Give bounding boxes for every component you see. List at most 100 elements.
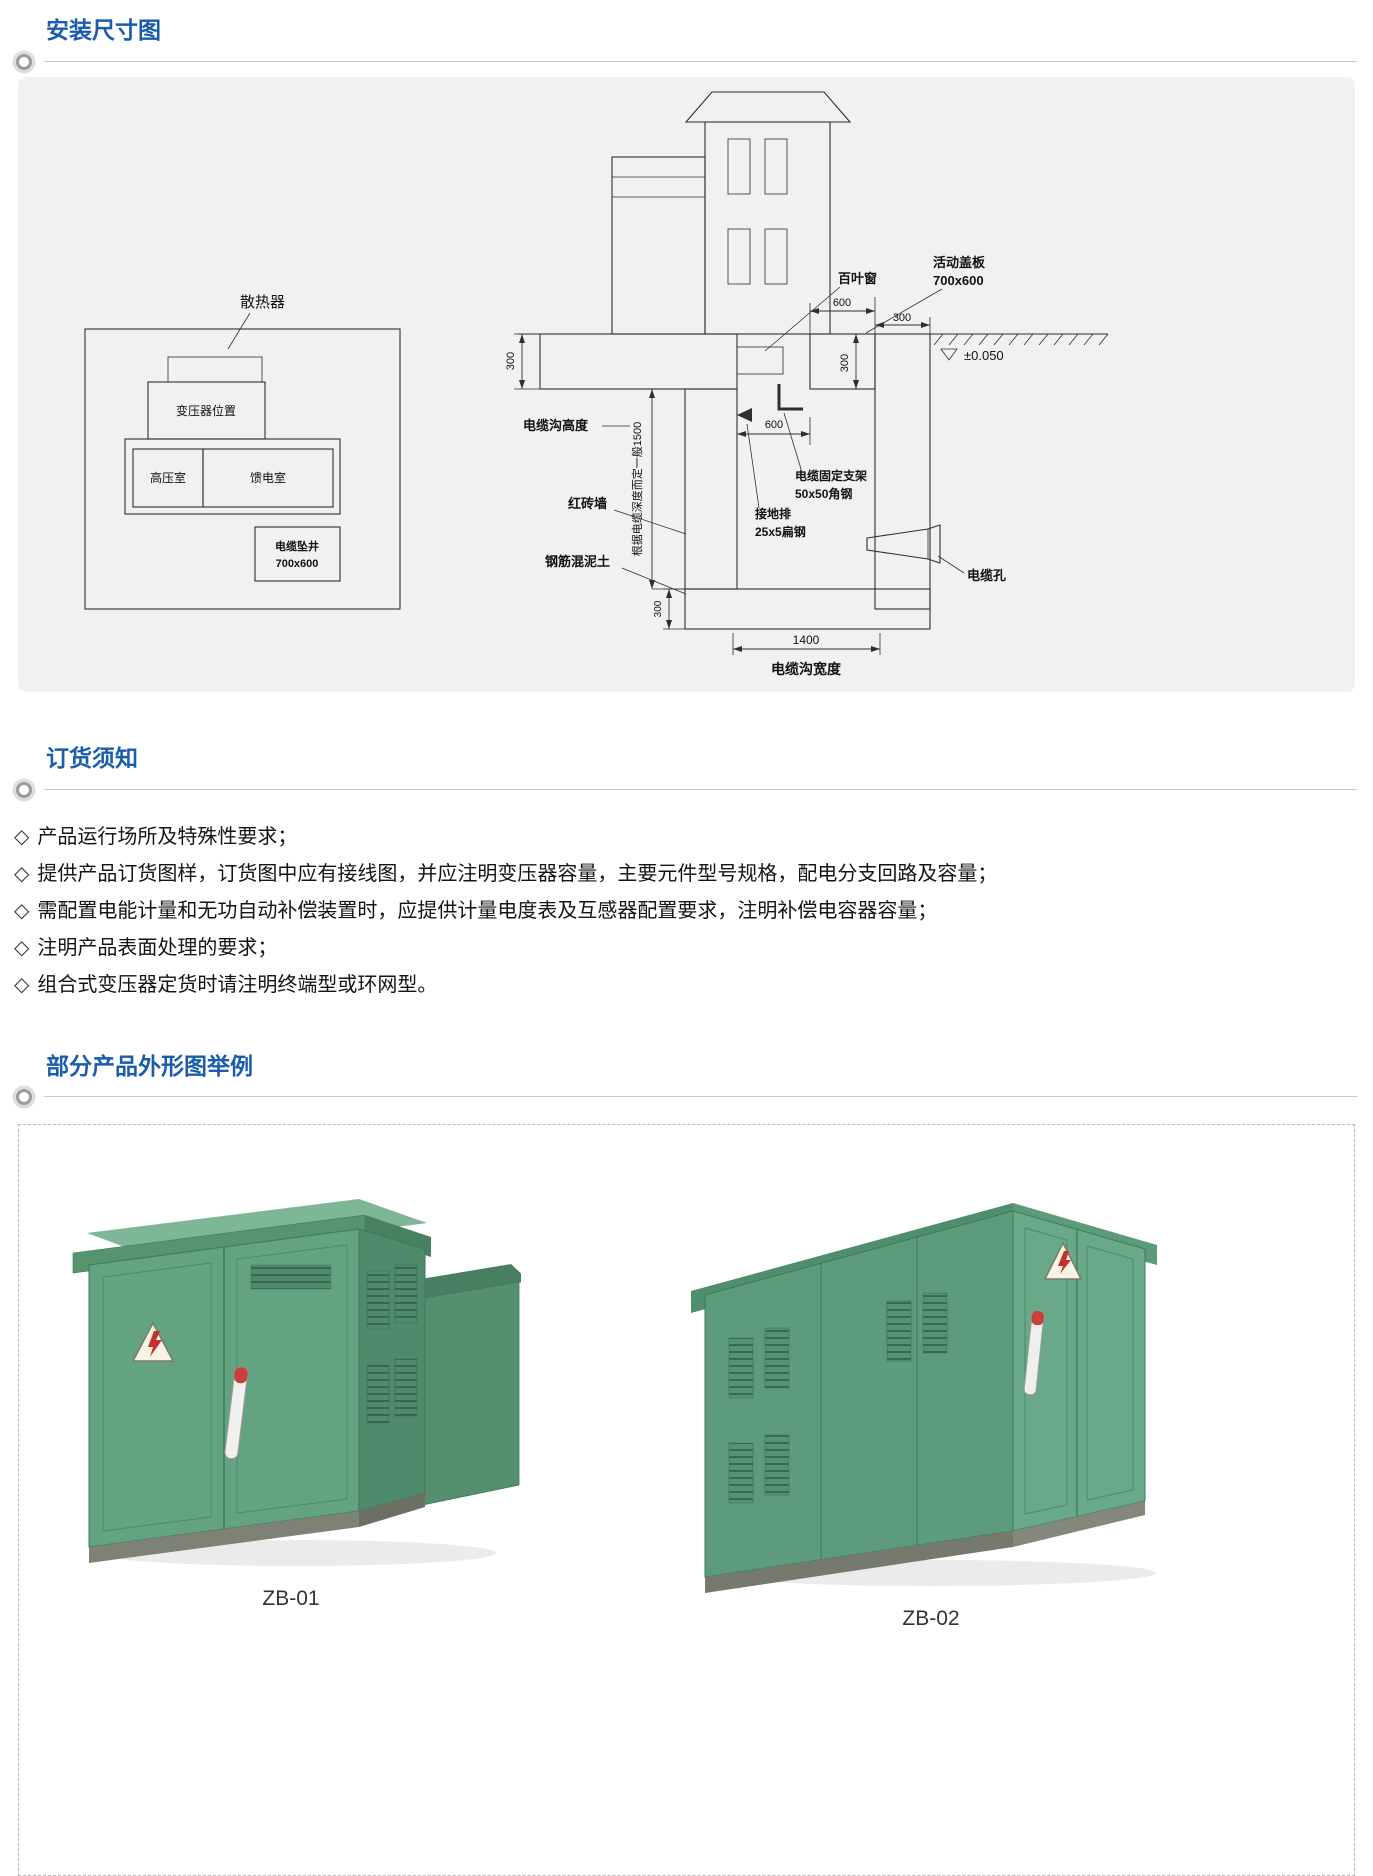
install-section-title: 安装尺寸图 [46,16,1373,45]
section-order-notes: 订货须知 ◇ 产品运行场所及特殊性要求； ◇ 提供产品订货图样，订货图中应有接线… [0,744,1373,1004]
order-header-rule-row [0,777,1373,803]
note-text: 组合式变压器定货时请注明终端型或环网型。 [37,967,437,1004]
side-vent-grille [887,1301,911,1361]
ground-bar-shape [737,408,752,422]
louver-vent-opening [737,347,783,374]
list-item: ◇ 提供产品订货图样，订货图中应有接线图，并应注明变压器容量，主要元件型号规格，… [14,856,1359,893]
cover-plate-label: 活动盖板 [933,255,986,270]
louver-group [728,229,750,284]
order-section-header: 订货须知 [0,744,1373,803]
cable-bracket-label-1: 电缆固定支架 [795,468,867,483]
main-cabinet [73,1199,431,1563]
product-label-zb02: ZB-02 [902,1607,959,1631]
product-photo-zb02 [681,1153,1181,1593]
note-text: 产品运行场所及特殊性要求； [37,819,297,856]
section-view: 百叶窗 活动盖板 700x600 电缆沟高度 红砖墙 钢筋混泥土 电缆固定支架 … [505,92,1108,677]
cable-hole-label: 电缆孔 [967,568,1006,583]
cover-plate-size: 700x600 [933,273,984,288]
gallery-section-header: 部分产品外形图举例 [0,1052,1373,1111]
gallery-dashed-box: ZB-01 [18,1124,1355,1876]
product-figure-zb02: ZB-02 [681,1153,1181,1631]
building-body [705,122,830,334]
dim-bottom-300: 300 [653,600,664,617]
installation-diagram-panel: 散热器 变压器位置 高压室 馈电室 电缆坠井 700x600 [18,77,1355,692]
side-vent-grille [395,1265,417,1323]
main-cabinet [691,1203,1157,1593]
dim-cover-300: 300 [839,354,851,372]
cable-bracket-shape [779,384,803,409]
section-install-dims: 安装尺寸图 [0,16,1373,692]
side-vent-grille [765,1435,789,1495]
product-figure-zb01: ZB-01 [61,1153,521,1611]
radiator-fins [168,357,262,382]
note-text: 注明产品表面处理的要求； [37,930,277,967]
cable-bracket-label-2: 50x50角钢 [795,486,852,501]
side-vent-grille [923,1293,947,1353]
list-item: ◇ 产品运行场所及特殊性要求； [14,819,1359,856]
divider-line [44,61,1357,62]
side-vent-grille [765,1328,789,1388]
note-text: 需配置电能计量和无功自动补偿装置时，应提供计量电度表及互感器配置要求，注明补偿电… [37,893,937,930]
dim-top-600: 600 [833,297,851,309]
cable-hole-shape [867,525,940,563]
diamond-bullet-icon: ◇ [14,967,29,1004]
louver-group [765,139,787,194]
brick-wall-label: 红砖墙 [568,496,607,511]
product-label-zb01: ZB-01 [262,1587,319,1611]
dim-top-300: 300 [893,312,911,324]
divider-line [44,1096,1357,1097]
right-brick-wall [875,334,930,609]
section-product-gallery: 部分产品外形图举例 [0,1052,1373,1876]
ring-icon [16,782,32,798]
gallery-section-title: 部分产品外形图举例 [46,1052,1373,1081]
feeder-room-label: 馈电室 [250,470,286,485]
concrete-label: 钢筋混泥土 [545,554,610,569]
level-mark: ±0.050 [964,348,1004,363]
hv-room-label: 高压室 [150,470,186,485]
ground-bar-label-1: 接地排 [755,506,791,521]
gallery-header-rule-row [0,1084,1373,1110]
side-vent-grille [395,1359,417,1417]
left-concrete-slab [540,334,737,389]
cable-well-label: 电缆坠井 [275,539,319,553]
ring-icon [16,54,32,70]
louver-label: 百叶窗 [838,271,877,286]
diamond-bullet-icon: ◇ [14,819,29,856]
order-section-title: 订货须知 [46,744,1373,773]
side-vent-grille [367,1271,389,1329]
roof [686,92,850,122]
radiator-label: 散热器 [240,294,285,311]
plan-view: 散热器 变压器位置 高压室 馈电室 电缆坠井 700x600 [85,294,400,609]
diamond-bullet-icon: ◇ [14,930,29,967]
ring-icon [16,1089,32,1105]
installation-diagram: 散热器 变压器位置 高压室 馈电室 电缆坠井 700x600 [18,77,1355,692]
side-cabinet [612,157,705,334]
side-vent-grille [367,1365,389,1423]
building-elevation [612,92,850,334]
dim-width-1400: 1400 [793,633,820,647]
dim-inner-600: 600 [765,419,783,431]
product-photo-zb01 [61,1153,521,1573]
front-vent-grille [251,1265,331,1289]
trench-height-label: 电缆沟高度 [523,418,589,433]
radiator-leader [228,313,250,349]
section-dimensions: 600 300 300 300 [505,297,930,677]
ground-hatch-ticks [934,334,1108,345]
transformer-label: 变压器位置 [176,403,236,418]
order-notes-list: ◇ 产品运行场所及特殊性要求； ◇ 提供产品订货图样，订货图中应有接线图，并应注… [14,819,1359,1004]
install-header-rule-row [0,49,1373,75]
louver-group [728,139,750,194]
level-symbol [941,349,957,360]
list-item: ◇ 组合式变压器定货时请注明终端型或环网型。 [14,967,1359,1004]
note-text: 提供产品订货图样，订货图中应有接线图，并应注明变压器容量，主要元件型号规格，配电… [37,856,997,893]
side-vent-grille [729,1443,753,1503]
trench-depth-note: 根据电缆深度而定一般1500 [630,422,644,556]
cable-well-box [255,527,340,581]
left-brick-wall [685,389,737,589]
plan-outer-box [85,329,400,609]
dim-left-300: 300 [505,352,517,370]
list-item: ◇ 需配置电能计量和无功自动补偿装置时，应提供计量电度表及互感器配置要求，注明补… [14,893,1359,930]
cable-well-size: 700x600 [276,558,319,570]
louver-group [765,229,787,284]
